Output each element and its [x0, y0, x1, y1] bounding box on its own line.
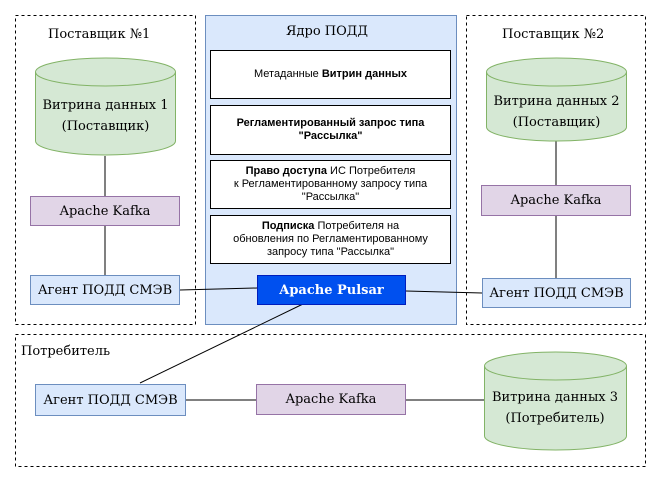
storefront3-name: Витрина данных 3: [491, 390, 619, 405]
core-box-regulated-request: Регламентированный запрос типа "Рассылка…: [210, 105, 451, 155]
storefront3-cylinder: [484, 351, 627, 451]
storefront2-role: (Поставщик): [512, 115, 601, 130]
core-box-subscription-line2: обновления по Регламентированному: [233, 233, 428, 245]
core-box-request-line1: Регламентированный запрос типа: [236, 117, 425, 129]
core-box-access-text: ИС Потребителя: [326, 165, 416, 177]
core-box-access-line3: "Рассылка": [301, 191, 360, 203]
supplier1-frame: [15, 15, 196, 325]
consumer-agent-node: Агент ПОДД СМЭВ: [35, 384, 186, 416]
supplier1-title: Поставщик №1: [48, 27, 151, 42]
storefront2-label: Витрина данных 2 (Поставщик): [486, 84, 627, 140]
supplier1-agent-node: Агент ПОДД СМЭВ: [30, 275, 180, 305]
core-box-subscription-bold: Подписка: [261, 220, 315, 232]
storefront1-cylinder: [35, 57, 176, 156]
supplier2-frame: [466, 15, 646, 325]
core-box-subscription-line3: запросу типа "Рассылка": [266, 246, 395, 258]
core-box-metadata-bold: Витрин данных: [321, 68, 408, 80]
core-box-request-line2: "Рассылка": [298, 130, 363, 142]
storefront2-cylinder: [486, 57, 627, 142]
connector-pulsar-agent3: [139, 303, 304, 384]
consumer-title: Потребитель: [21, 344, 111, 359]
connector-agent1-pulsar: [179, 287, 258, 291]
core-box-access-line2: к Регламентированному запросу типа: [233, 178, 428, 190]
core-pulsar-node: Apache Pulsar: [257, 275, 406, 305]
storefront3-role: (Потребитель): [505, 411, 605, 426]
supplier2-kafka-node: Apache Kafka: [481, 185, 631, 216]
storefront1-name: Витрина данных 1: [42, 98, 169, 113]
core-box-access-right: Право доступа ИС Потребителя к Регламент…: [210, 160, 451, 209]
connector-pulsar-agent2: [405, 290, 483, 294]
core-title: Ядро ПОДД: [286, 24, 368, 39]
core-box-metadata: Метаданные Витрин данных: [210, 50, 451, 99]
consumer-frame: [15, 334, 646, 467]
storefront2-name: Витрина данных 2: [493, 94, 620, 109]
storefront3-label: Витрина данных 3 (Потребитель): [484, 380, 626, 436]
storefront1-role: (Поставщик): [61, 119, 150, 134]
consumer-kafka-node: Apache Kafka: [256, 384, 406, 415]
supplier2-agent-node: Агент ПОДД СМЭВ: [482, 278, 631, 308]
core-box-metadata-text: Метаданные: [253, 68, 322, 80]
core-box-subscription: Подписка Потребителя на обновления по Ре…: [210, 215, 451, 264]
core-box-subscription-text: Потребителя на: [314, 220, 400, 232]
core-box-access-bold: Право доступа: [245, 165, 327, 177]
supplier1-kafka-node: Apache Kafka: [30, 196, 180, 226]
supplier2-title: Поставщик №2: [502, 27, 605, 42]
storefront1-label: Витрина данных 1 (Поставщик): [35, 88, 176, 144]
